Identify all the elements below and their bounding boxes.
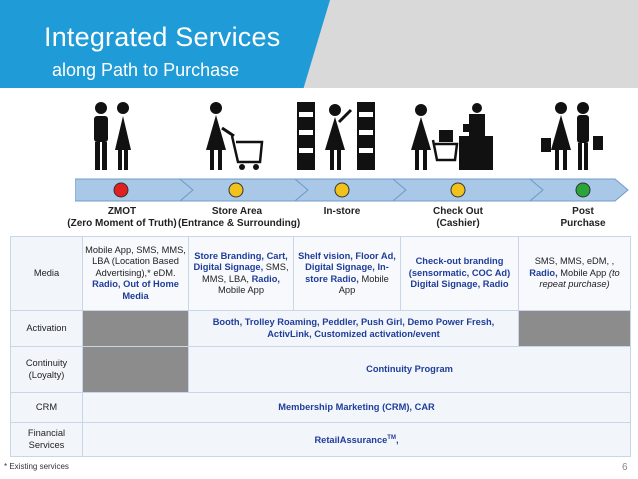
page-number: 6 xyxy=(622,462,628,473)
stage-label-post-purchase: Post Purchase xyxy=(560,206,606,229)
row-header-activation: Activation xyxy=(10,310,83,347)
media-check-out-cell: Check-out branding (sensormatic, COC Ad)… xyxy=(400,236,519,311)
page-title: Integrated Services xyxy=(44,22,281,52)
row-header-continuity: Continuity (Loyalty) xyxy=(10,346,83,393)
media-in-store-cell: Shelf vision, Floor Ad, Digital Signage,… xyxy=(293,236,401,311)
stage-dot-store-area xyxy=(228,182,244,198)
stage-label-store-area: Store Area (Entrance & Surrounding) xyxy=(178,206,301,229)
stage-dot-check-out xyxy=(450,182,466,198)
activation-cell: Booth, Trolley Roaming, Peddler, Push Gi… xyxy=(188,310,519,347)
stage-dot-in-store xyxy=(334,182,350,198)
financial-cell: RetailAssuranceTM, xyxy=(82,422,631,457)
couple-icon xyxy=(94,102,131,170)
table-row-continuity: Continuity (Loyalty) Continuity Program xyxy=(10,346,631,393)
activation-post-empty xyxy=(518,310,631,347)
services-table: Media Mobile App, SMS, MMS, LBA (Locatio… xyxy=(10,236,631,457)
title-banner xyxy=(0,0,330,88)
continuity-zmot-empty xyxy=(82,346,189,393)
row-header-financial: Financial Services xyxy=(10,422,83,457)
media-zmot-cell: Mobile App, SMS, MMS, LBA (Location Base… xyxy=(82,236,189,311)
stage-dot-zmot xyxy=(113,182,129,198)
shopper-cart-icon xyxy=(206,102,264,170)
purchase-path-arrows xyxy=(75,178,629,202)
post-purchase-shoppers-icon xyxy=(541,102,603,170)
crm-cell: Membership Marketing (CRM), CAR xyxy=(82,392,631,423)
table-row-crm: CRM Membership Marketing (CRM), CAR xyxy=(10,392,631,423)
stage-label-zmot: ZMOT (Zero Moment of Truth) xyxy=(67,206,177,229)
stage-label-check-out: Check Out (Cashier) xyxy=(432,206,483,229)
table-row-media: Media Mobile App, SMS, MMS, LBA (Locatio… xyxy=(10,236,631,311)
checkout-cashier-icon xyxy=(411,103,493,170)
in-store-shelves-icon xyxy=(297,102,375,170)
media-store-area-cell: Store Branding, Cart, Digital Signage, S… xyxy=(188,236,294,311)
row-header-media: Media xyxy=(10,236,83,311)
media-post-purchase-cell: SMS, MMS, eDM, , Radio, Mobile App (to r… xyxy=(518,236,631,311)
row-header-crm: CRM xyxy=(10,392,83,423)
stage-label-in-store: In-store xyxy=(323,206,361,217)
page-subtitle: along Path to Purchase xyxy=(52,60,240,80)
stage-dot-post-purchase xyxy=(575,182,591,198)
table-row-financial: Financial Services RetailAssuranceTM, xyxy=(10,422,631,457)
continuity-cell: Continuity Program xyxy=(188,346,631,393)
footnote: * Existing services xyxy=(4,462,69,471)
activation-zmot-empty xyxy=(82,310,189,347)
table-row-activation: Activation Booth, Trolley Roaming, Peddl… xyxy=(10,310,631,347)
